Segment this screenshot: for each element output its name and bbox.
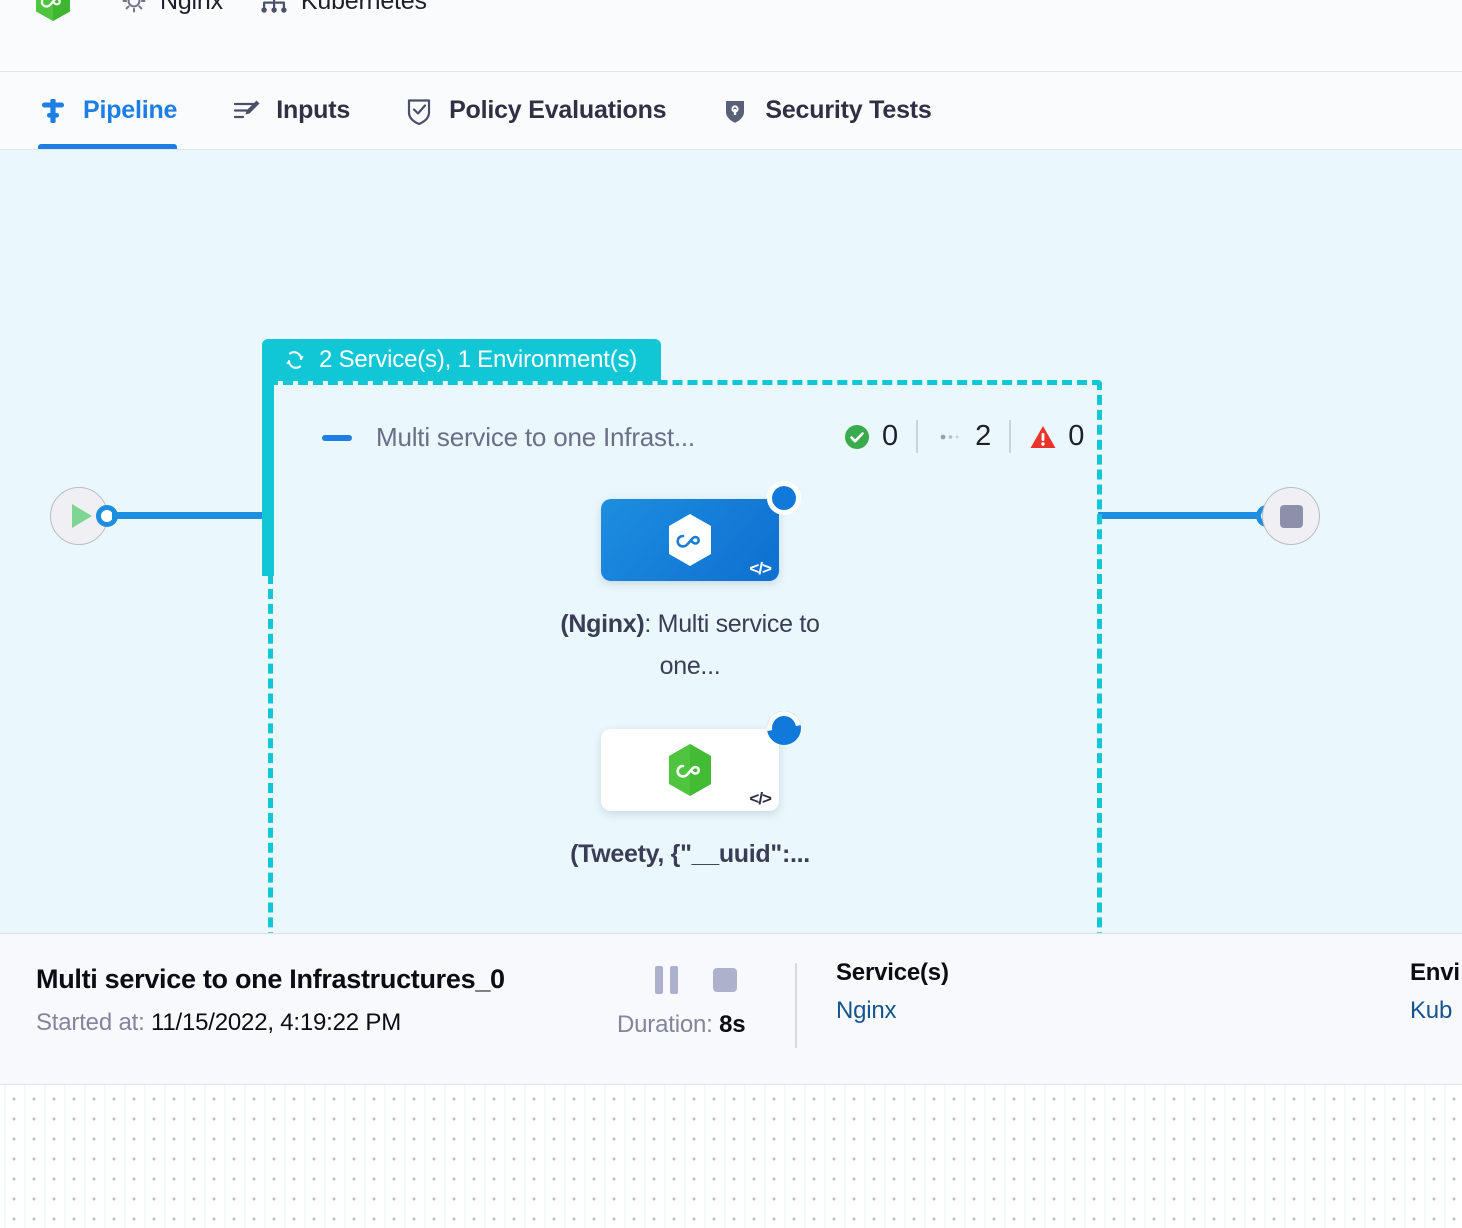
pipeline-node-nginx[interactable]: </> (Nginx): Multi service to one... <box>560 481 820 687</box>
spinner-running-icon <box>767 481 801 515</box>
play-icon <box>71 504 92 528</box>
chip-environment-kubernetes-label: Kubernetes <box>300 0 427 15</box>
section-tabbar: Pipeline Inputs Policy Evaluations <box>0 72 1462 150</box>
top-context-bar: Nginx Kubernetes <box>0 0 1462 72</box>
gear-icon <box>122 0 146 13</box>
pipeline-end-node[interactable] <box>1262 487 1320 545</box>
matrix-group-container[interactable] <box>268 380 1102 933</box>
error-warning-icon <box>1030 425 1056 448</box>
chip-service-nginx[interactable]: Nginx <box>120 0 223 16</box>
meta-environments-heading: Envi <box>1410 959 1460 986</box>
execution-controls <box>655 966 737 994</box>
started-at-label: Started at: <box>36 1009 145 1036</box>
pipeline-start-node[interactable] <box>50 487 108 545</box>
tab-pipeline-label: Pipeline <box>83 96 178 124</box>
tab-inputs-label: Inputs <box>276 96 351 124</box>
duration-label: Duration: <box>617 1011 713 1038</box>
duration-value: 8s <box>719 1011 746 1038</box>
tab-list: Pipeline Inputs Policy Evaluations <box>0 72 1462 149</box>
policy-shield-check-icon <box>407 98 431 125</box>
stop-button[interactable] <box>713 968 737 992</box>
execution-title: Multi service to one Infrastructures_0 <box>36 964 505 994</box>
chip-service-nginx-label: Nginx <box>160 0 223 15</box>
code-glyph-icon: </> <box>749 559 772 578</box>
security-shield-icon <box>726 100 745 123</box>
node-label: (Tweety, {"__uuid":... <box>560 833 820 875</box>
secondary-canvas-dotgrid[interactable] <box>0 1085 1462 1228</box>
matrix-group-badge-label: 2 Service(s), 1 Environment(s) <box>319 346 638 373</box>
success-check-icon <box>845 424 869 449</box>
node-card[interactable]: </> <box>601 711 801 811</box>
status-error: 0 <box>1009 420 1102 453</box>
running-dots-icon <box>940 434 959 439</box>
chip-logo <box>34 0 84 22</box>
spinner-running-icon <box>767 711 801 745</box>
context-chip-row: Nginx Kubernetes <box>34 0 427 25</box>
status-success-count: 0 <box>882 420 899 452</box>
kubernetes-icon <box>261 0 287 13</box>
node-label-rest: : Multi service to one... <box>644 610 820 680</box>
execution-started-at: Started at: 11/15/2022, 4:19:22 PM <box>36 1009 401 1037</box>
node-card[interactable]: </> <box>601 481 801 581</box>
stop-icon <box>1279 504 1303 528</box>
pause-button[interactable] <box>655 966 679 994</box>
node-label-bold: (Tweety, {"__uuid":... <box>570 840 810 868</box>
hexagon-infinity-white-icon <box>669 514 711 566</box>
status-running: 2 <box>916 420 1009 453</box>
node-label: (Nginx): Multi service to one... <box>560 603 820 687</box>
pipeline-canvas[interactable]: 2 Service(s), 1 Environment(s) Multi ser… <box>0 150 1462 933</box>
minus-icon[interactable] <box>322 434 352 441</box>
tab-security-tests-label: Security Tests <box>765 96 932 124</box>
meta-services: Service(s) Nginx <box>836 959 949 1025</box>
meta-services-heading: Service(s) <box>836 959 949 986</box>
chip-environment-kubernetes[interactable]: Kubernetes <box>259 0 427 16</box>
hexagon-infinity-green-icon <box>36 0 70 21</box>
tab-policy-evaluations[interactable]: Policy Evaluations <box>404 72 692 149</box>
node-label-bold: (Nginx) <box>560 610 645 638</box>
tab-pipeline[interactable]: Pipeline <box>38 72 203 149</box>
pipeline-node-tweety[interactable]: </> (Tweety, {"__uuid":... <box>560 711 820 875</box>
tab-policy-evaluations-label: Policy Evaluations <box>449 96 667 124</box>
meta-services-item[interactable]: Nginx <box>836 997 897 1024</box>
pipeline-icon <box>42 98 64 123</box>
status-running-count: 2 <box>975 420 992 452</box>
meta-environments: Envi Kub <box>1410 959 1460 1025</box>
hexagon-infinity-green-icon <box>669 744 711 796</box>
started-at-value: 11/15/2022, 4:19:22 PM <box>151 1009 402 1036</box>
group-status-counts: 0 2 0 <box>843 420 1102 453</box>
loop-icon <box>286 351 304 369</box>
tab-security-tests[interactable]: Security Tests <box>720 72 957 149</box>
status-error-count: 0 <box>1068 420 1085 452</box>
group-collapse-label: Multi service to one Infrast... <box>376 422 695 452</box>
execution-detail-bar: Multi service to one Infrastructures_0 S… <box>0 933 1462 1085</box>
execution-duration: Duration: 8s <box>617 1011 746 1039</box>
detail-divider <box>795 963 797 1048</box>
status-success: 0 <box>843 420 916 453</box>
inputs-icon <box>234 100 260 118</box>
tab-inputs[interactable]: Inputs <box>231 72 376 149</box>
group-collapse-row[interactable]: Multi service to one Infrast... <box>322 422 695 453</box>
connector-line-left <box>112 512 264 519</box>
connector-line-right <box>1098 512 1260 519</box>
meta-environments-item[interactable]: Kub <box>1410 997 1453 1024</box>
code-glyph-icon: </> <box>749 789 772 808</box>
matrix-group-badge[interactable]: 2 Service(s), 1 Environment(s) <box>262 339 662 381</box>
